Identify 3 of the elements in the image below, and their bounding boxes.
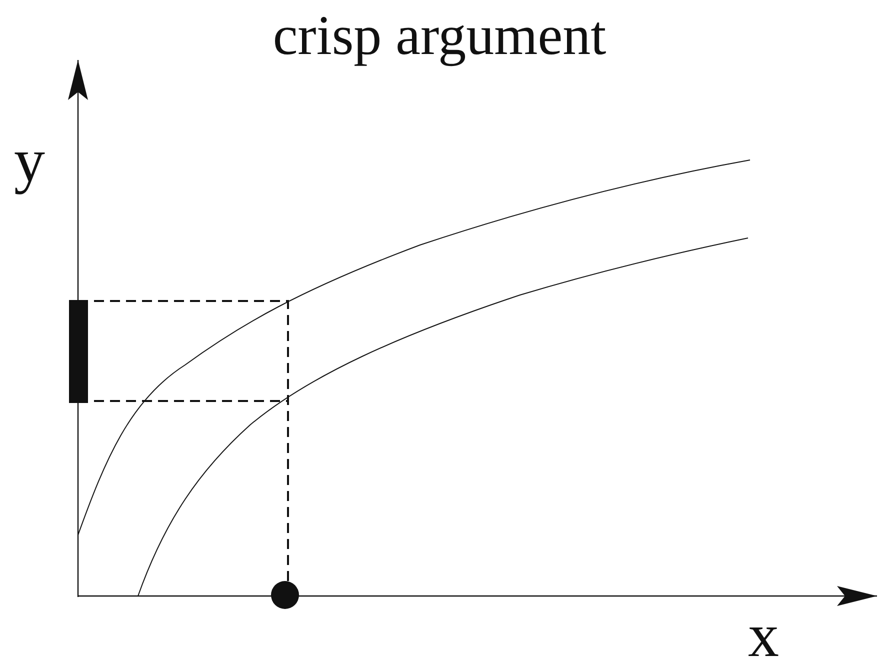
- chart-title: crisp argument: [272, 8, 608, 64]
- axis-label: x: [748, 605, 779, 667]
- axis-label: y: [14, 130, 45, 192]
